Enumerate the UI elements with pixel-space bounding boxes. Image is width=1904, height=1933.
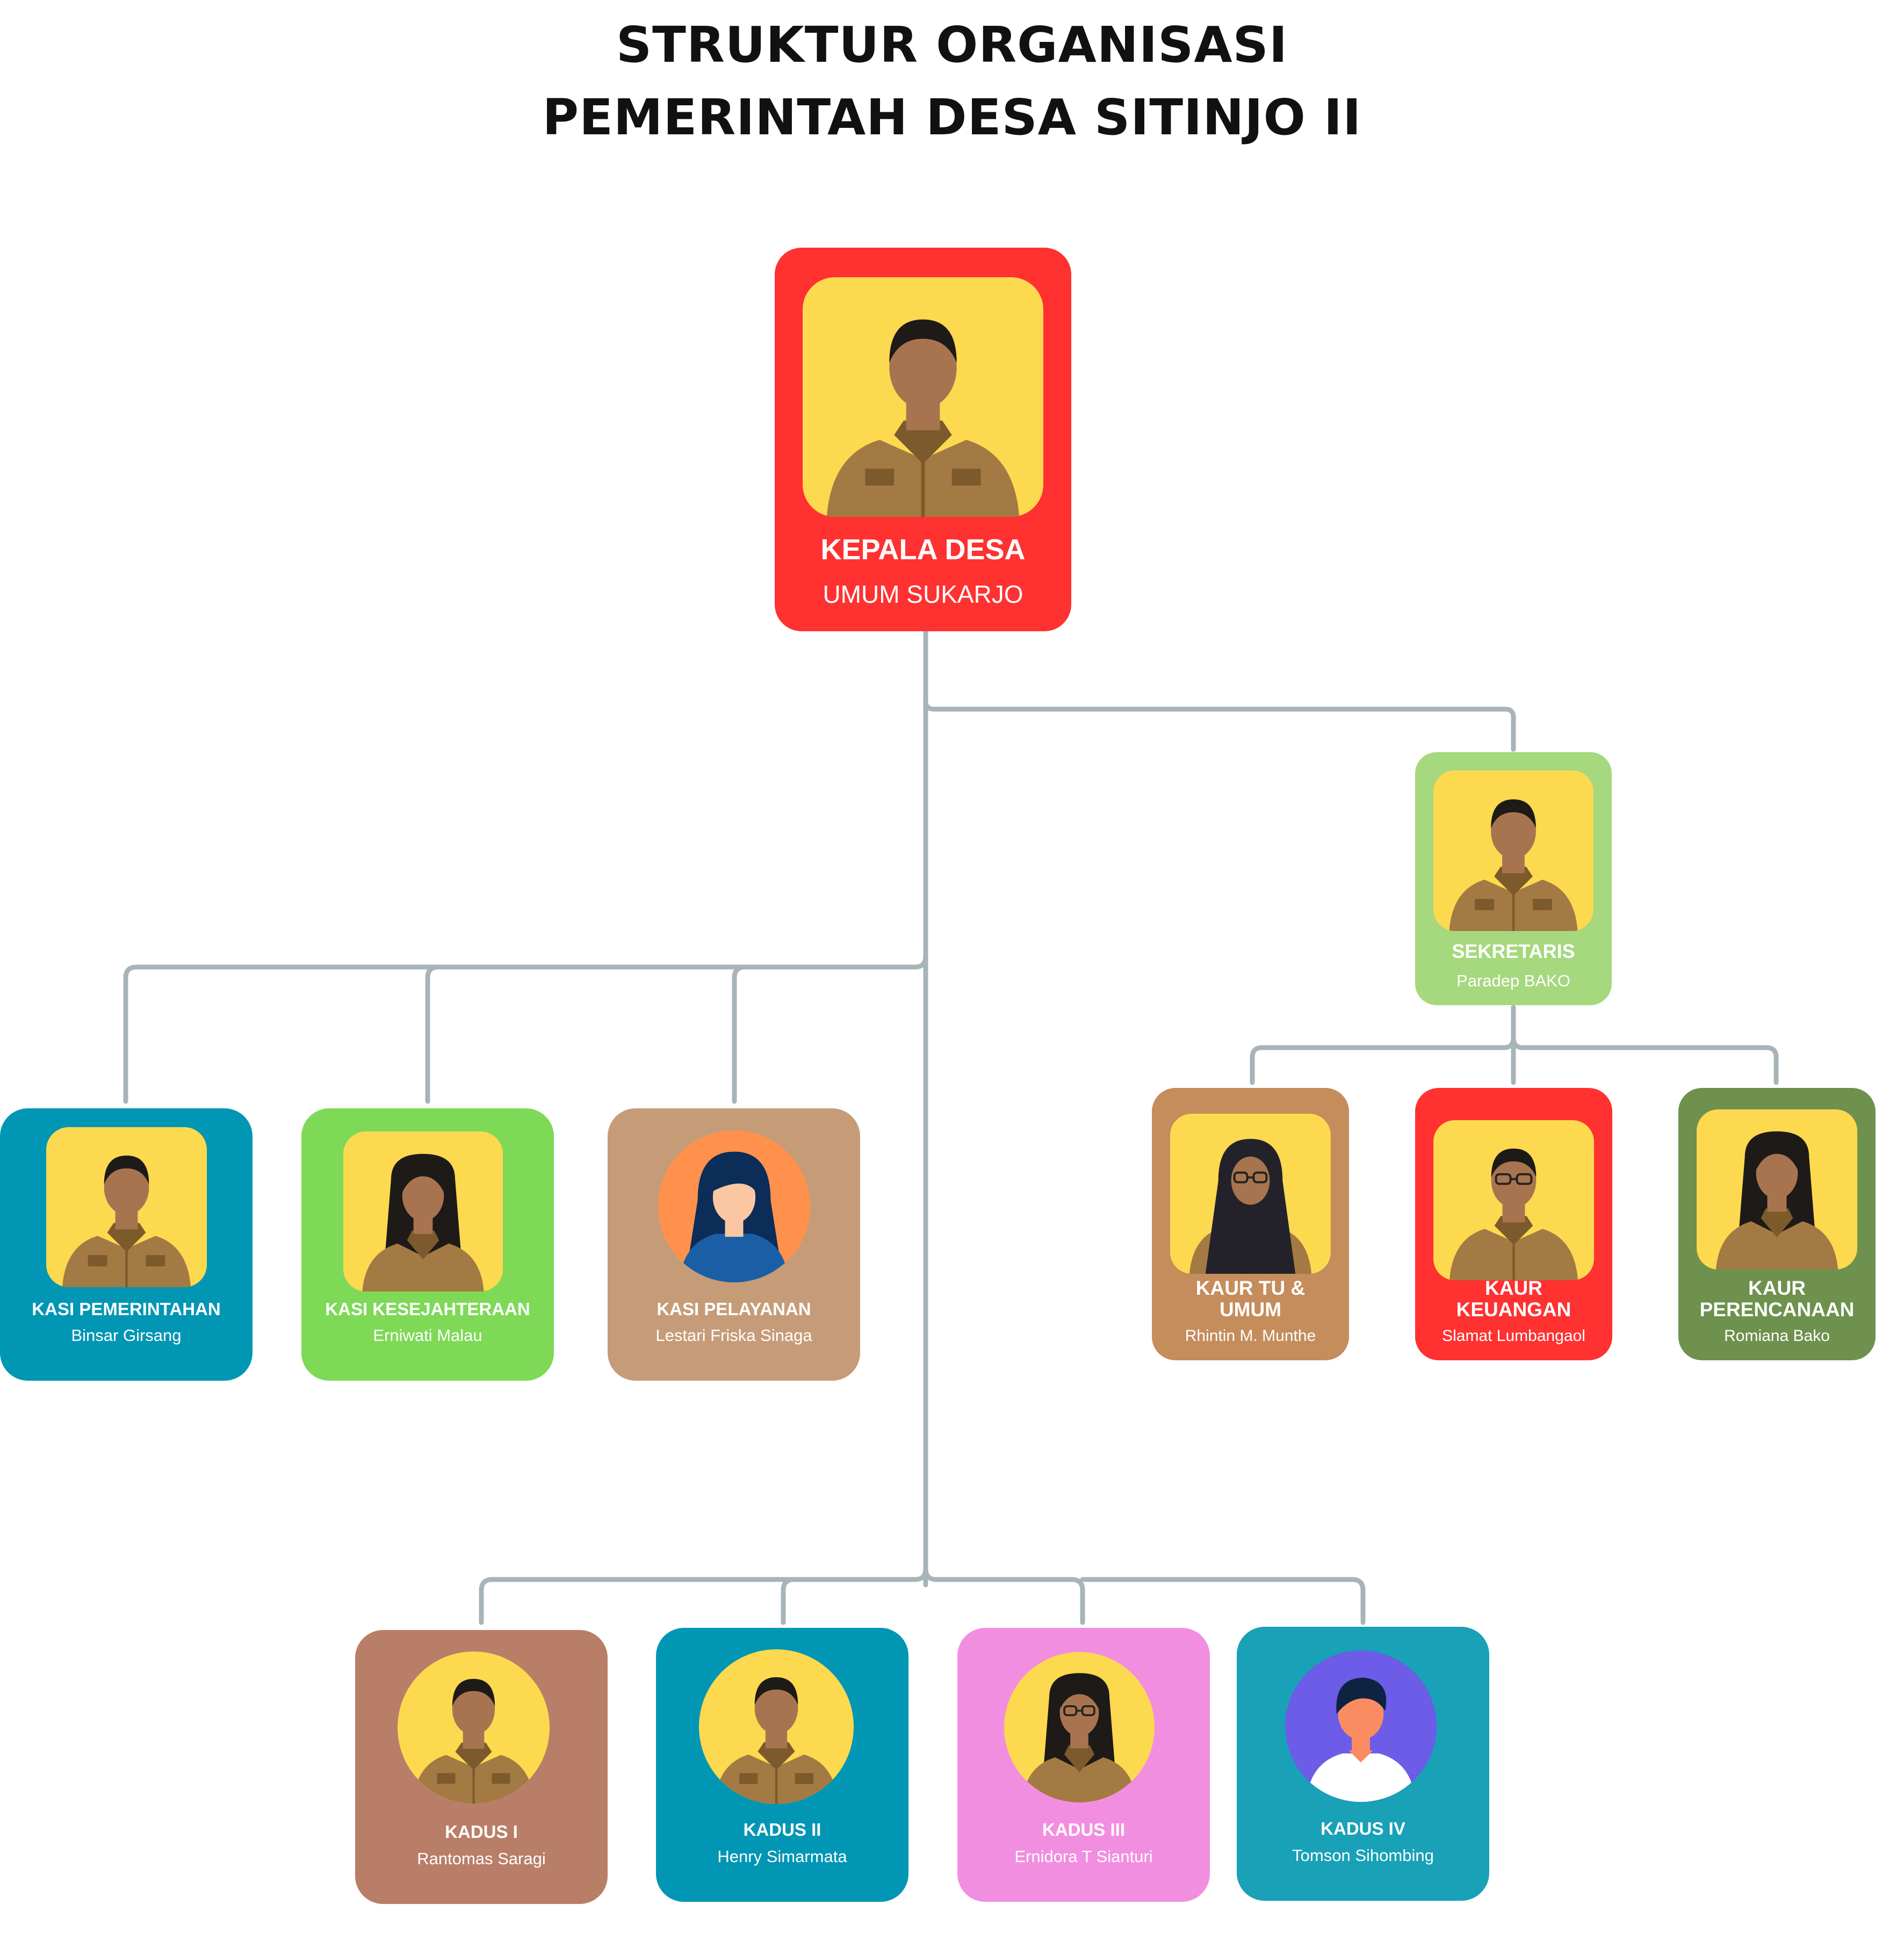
node-role: KAUR TU & UMUM — [1195, 1277, 1306, 1321]
page-subtitle: PEMERINTAH DESA SITINJO II — [542, 89, 1362, 146]
node-kadus-3: KADUS III Ernidora T Sianturi — [957, 1628, 1210, 1902]
node-person-name: Rhintin M. Munthe — [1185, 1327, 1316, 1345]
node-kasi-pemerintahan: KASI PEMERINTAHAN Binsar Girsang — [0, 1108, 253, 1381]
connector-kasi-2 — [425, 964, 441, 1104]
node-kaur-perencanaan: KAUR PERENCANAAN Romiana Bako — [1678, 1088, 1876, 1360]
node-person-name: Paradep BAKO — [1456, 971, 1570, 990]
node-kasi-kesejahteraan: KASI KESEJAHTERAAN Erniwati Malau — [301, 1108, 554, 1381]
node-person-name: Henry Simarmata — [717, 1847, 847, 1866]
node-role: KEPALA DESA — [820, 533, 1026, 566]
woman-placeholder-icon — [658, 1130, 810, 1282]
node-sekretaris: SEKRETARIS Paradep BAKO — [1415, 752, 1612, 1005]
node-role: KADUS III — [1042, 1820, 1125, 1840]
man-uniform-icon — [803, 277, 1043, 517]
node-kadus-4: KADUS IV Tomson Sihombing — [1237, 1627, 1489, 1901]
node-person-name: Tomson Sihombing — [1292, 1846, 1434, 1865]
node-role: KASI PEMERINTAHAN — [32, 1299, 221, 1319]
node-role: KAUR KEUANGAN — [1456, 1277, 1571, 1321]
node-person-name: UMUM SUKARJO — [823, 580, 1023, 608]
connector-kadus-3 — [923, 1566, 1085, 1625]
node-role: KADUS II — [743, 1820, 821, 1840]
man-glasses-icon — [1433, 1120, 1594, 1280]
man-uniform-icon — [398, 1651, 550, 1804]
node-person-name: Erniwati Malau — [373, 1326, 482, 1345]
node-role: KADUS IV — [1321, 1819, 1405, 1838]
connector-kasi-bus — [123, 954, 928, 1104]
node-kadus-1: KADUS I Rantomas Saragi — [355, 1630, 608, 1904]
connector-kasi-3 — [732, 964, 748, 1104]
node-kadus-2: KADUS II Henry Simarmata — [656, 1628, 908, 1902]
man-uniform-icon — [699, 1649, 854, 1804]
node-kepala-desa: KEPALA DESA UMUM SUKARJO — [775, 248, 1071, 631]
woman-uniform-icon — [343, 1131, 503, 1292]
man-placeholder-icon — [1285, 1650, 1437, 1802]
connector-kaur-bus — [1250, 1005, 1516, 1085]
node-kaur-tu-umum: KAUR TU & UMUM Rhintin M. Munthe — [1152, 1088, 1349, 1360]
connector-kepala-sekretaris — [923, 629, 1516, 752]
connector-kadus-2 — [781, 1577, 797, 1625]
page-title: STRUKTUR ORGANISASI — [616, 16, 1288, 74]
man-uniform-icon — [1433, 770, 1593, 931]
connector-kadus-4 — [1080, 1577, 1366, 1625]
node-kaur-keuangan: KAUR KEUANGAN Slamat Lumbangaol — [1415, 1088, 1612, 1360]
node-role: KAUR PERENCANAAN — [1699, 1277, 1855, 1321]
node-role: KASI KESEJAHTERAAN — [325, 1299, 530, 1319]
woman-uniform-icon — [1697, 1109, 1857, 1270]
woman-hijab-icon — [1170, 1114, 1331, 1274]
node-person-name: Binsar Girsang — [71, 1326, 182, 1345]
node-kasi-pelayanan: KASI PELAYANAN Lestari Friska Sinaga — [608, 1108, 860, 1381]
woman-glasses-icon — [1004, 1652, 1155, 1802]
connector-kadus-bus — [479, 1566, 928, 1625]
node-person-name: Lestari Friska Sinaga — [655, 1326, 812, 1345]
node-role: SEKRETARIS — [1452, 940, 1575, 962]
node-role: KASI PELAYANAN — [657, 1299, 811, 1319]
node-person-name: Romiana Bako — [1724, 1327, 1830, 1345]
node-role: KADUS I — [445, 1822, 518, 1842]
man-uniform-icon — [46, 1127, 207, 1287]
node-person-name: Ernidora T Sianturi — [1014, 1847, 1153, 1866]
connector-kaur-3 — [1511, 1035, 1779, 1085]
node-person-name: Slamat Lumbangaol — [1442, 1327, 1585, 1345]
node-person-name: Rantomas Saragi — [417, 1849, 546, 1868]
